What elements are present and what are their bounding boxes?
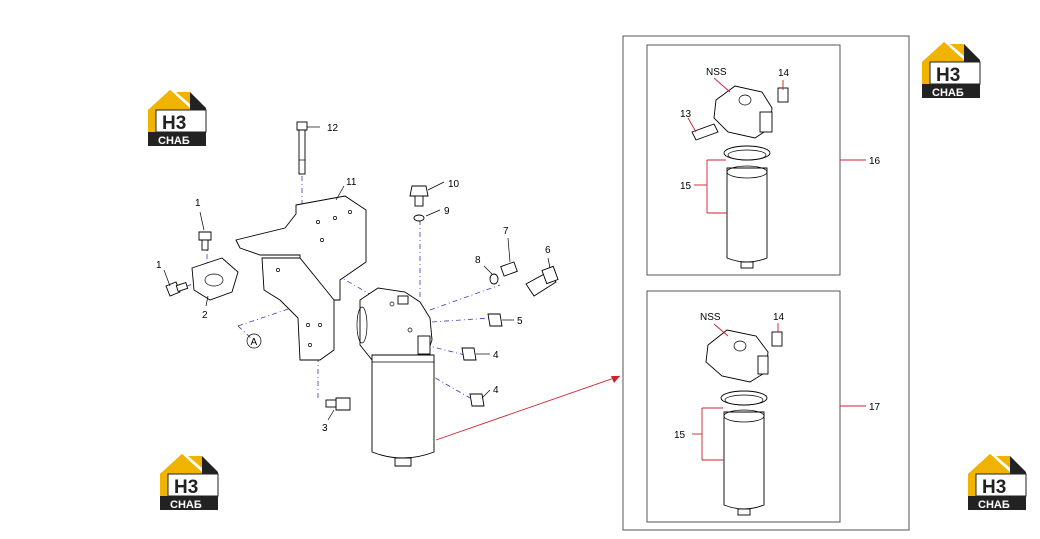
logo-mark: H3 <box>174 477 198 498</box>
bracket-11 <box>235 195 367 361</box>
filter-canister <box>371 354 435 467</box>
logo-mark: H3 <box>936 65 960 86</box>
reference-a-circle <box>246 333 262 349</box>
logo-top-left: H3 СНАБ <box>147 89 207 147</box>
logo-text: СНАБ <box>932 87 964 99</box>
bolt-5 <box>487 313 503 327</box>
logo-text: СНАБ <box>978 499 1010 511</box>
reference-a-label: A <box>251 337 258 348</box>
callout-11: 11 <box>346 177 357 188</box>
bolt-1-vertical <box>198 231 212 251</box>
callout-14-upper: 14 <box>778 68 790 79</box>
plug-10 <box>409 185 429 207</box>
main-assembly: A 12 11 1 1 2 3 10 9 8 7 6 5 4 4 <box>156 121 621 467</box>
logo-top-right: H3 СНАБ <box>921 41 981 99</box>
callout-12: 12 <box>327 123 339 134</box>
callout-13: 13 <box>680 109 692 120</box>
callout-1-horizontal: 1 <box>156 260 162 271</box>
callout-17: 17 <box>869 402 881 413</box>
callout-nss-lower: NSS <box>700 312 721 323</box>
bolt-4-upper <box>461 347 477 361</box>
bolt-3 <box>325 397 351 411</box>
logo-text: СНАБ <box>170 499 202 511</box>
callout-4-lower: 4 <box>493 385 499 396</box>
callout-1-vertical: 1 <box>195 198 201 209</box>
callout-9: 9 <box>444 206 450 217</box>
callout-nss-upper: NSS <box>706 67 727 78</box>
plate-2 <box>191 257 239 301</box>
bolt-4-lower <box>469 393 485 407</box>
detail-16: NSS 14 13 15 16 <box>646 44 881 276</box>
detail-17: NSS 14 15 17 <box>646 290 881 523</box>
callout-4-upper: 4 <box>493 350 499 361</box>
logo-bottom-right: H3 СНАБ <box>967 453 1027 511</box>
filter-head <box>356 287 433 366</box>
bolt-12 <box>296 121 308 175</box>
callout-14-lower: 14 <box>773 312 785 323</box>
washer-9 <box>413 214 425 222</box>
callout-15-lower: 15 <box>674 430 686 441</box>
logo-text: СНАБ <box>158 135 190 147</box>
logo-mark: H3 <box>982 477 1006 498</box>
callout-3: 3 <box>322 423 328 434</box>
callout-15-upper: 15 <box>680 181 692 192</box>
callout-10: 10 <box>448 179 460 190</box>
callout-8: 8 <box>475 255 481 266</box>
callout-6: 6 <box>545 245 551 256</box>
callout-5: 5 <box>517 316 523 327</box>
washer-8 <box>489 273 499 285</box>
logo-mark: H3 <box>162 113 186 134</box>
fitting-7 <box>500 261 518 277</box>
callout-2: 2 <box>202 310 208 321</box>
callout-7: 7 <box>503 226 509 237</box>
connector-6 <box>525 265 559 297</box>
logo-bottom-left: H3 СНАБ <box>159 453 219 511</box>
callout-16: 16 <box>869 156 881 167</box>
